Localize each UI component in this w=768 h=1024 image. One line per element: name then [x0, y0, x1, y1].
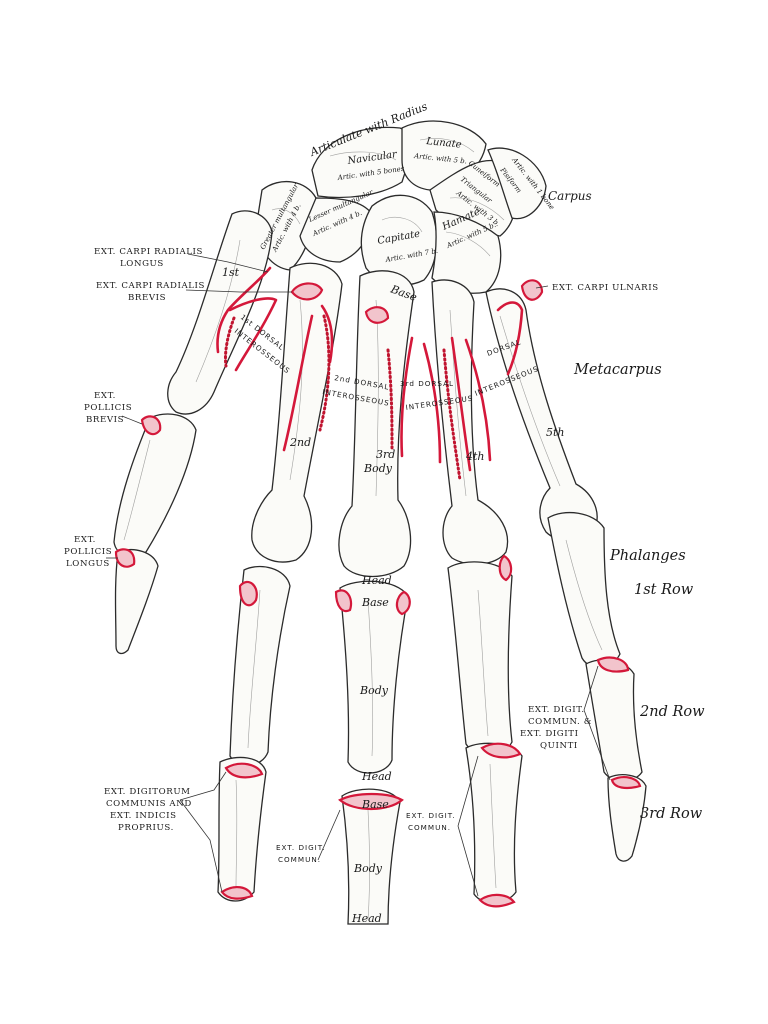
label-edc-line4: PROPRIUS.: [118, 823, 174, 833]
capitate-bone: [360, 194, 438, 286]
label-edm-line1: EXT. DIGIT.: [528, 705, 585, 715]
first-metacarpal: [167, 210, 273, 415]
leader-lines: [106, 253, 611, 897]
middle-proximal-base-attachment-left: [334, 589, 353, 613]
first-dorsal-interosseous-outline: [228, 297, 278, 372]
ecrb-attachment: [290, 282, 324, 301]
label-ecu: EXT. CARPI ULNARIS: [552, 283, 659, 293]
ecu-attachment: [520, 279, 544, 301]
middle-proximal-phalanx: [339, 580, 409, 774]
third-dorsal-interosseous-outline: [400, 336, 442, 464]
third-metacarpal: [338, 270, 415, 578]
label-edig-left-line2: COMMUN.: [278, 855, 321, 864]
label-first-row: 1st Row: [634, 582, 694, 598]
label-third-row: 3rd Row: [640, 806, 703, 822]
label-second-row: 2nd Row: [639, 704, 705, 720]
label-epl-line2: POLLICIS: [64, 547, 112, 557]
fourth-dorsal-interosseous-outline: [450, 336, 492, 472]
label-metacarpus: Metacarpus: [573, 362, 662, 378]
epb-attachment: [140, 415, 162, 436]
label-edig-right-line1: EXT. DIGIT.: [406, 811, 456, 820]
pisiform-bone: [487, 147, 547, 220]
second-metacarpal: [251, 262, 343, 563]
label-epl-line1: EXT.: [74, 535, 96, 545]
fifth-metacarpal-attachment: [496, 301, 524, 376]
capitate-base-attachment: [364, 306, 390, 324]
label-epl-line3: LONGUS: [66, 559, 110, 569]
label-edc-line2: COMMUNIS AND: [106, 799, 192, 809]
index-distal-base-attachment: [220, 886, 254, 900]
thumb-proximal-phalanx: [113, 413, 197, 557]
second-dorsal-interosseous-outline: [282, 304, 334, 452]
label-head-p2: Head: [351, 912, 382, 925]
label-ecrb-line2: BREVIS: [128, 293, 166, 303]
ring-middle-base-attachment: [480, 742, 522, 759]
label-epb-line3: BREVIS: [86, 415, 124, 425]
label-ecrb-line1: EXT. CARPI RADIALIS: [96, 281, 205, 291]
label-edig-right-line2: COMMUN.: [408, 823, 451, 832]
label-carpus: Carpus: [548, 189, 592, 203]
label-fifth-metacarpal: 5th: [546, 426, 565, 439]
index-middle-phalanx: [217, 756, 267, 902]
fifth-metacarpal: [485, 288, 598, 542]
label-edc-line1: EXT. DIGITORUM: [104, 787, 191, 797]
fourth-metacarpal: [431, 279, 509, 565]
label-third-dorsal: 3rd DORSAL: [400, 379, 454, 388]
label-edm-line3: EXT. DIGITI: [520, 729, 579, 739]
label-third-metacarpal: 3rd: [376, 448, 395, 461]
ecrl-attachment: [216, 266, 272, 354]
label-edm-line4: QUINTI: [540, 741, 578, 751]
thumb-distal-phalanx: [114, 549, 159, 655]
label-body-p2: Body: [353, 862, 383, 875]
little-distal-phalanx: [607, 774, 647, 862]
label-first-metacarpal: 1st: [222, 266, 240, 279]
label-phalanges: Phalanges: [609, 548, 686, 564]
ring-proximal-phalanx: [447, 561, 513, 756]
carpal-bones: [255, 120, 547, 294]
label-second-metacarpal: 2nd: [289, 436, 311, 449]
index-middle-base-attachment: [224, 762, 264, 779]
middle-middle-base-attachment: [338, 792, 404, 810]
label-third-body: Body: [363, 462, 393, 475]
little-middle-base-attachment: [596, 656, 630, 673]
label-epb-line2: POLLICIS: [84, 403, 132, 413]
label-edc-line3: EXT. INDICIS: [110, 811, 177, 821]
ring-proximal-base-attachment: [498, 554, 513, 582]
middle-middle-phalanx: [341, 788, 401, 925]
phalanges: [113, 413, 647, 925]
middle-proximal-base-attachment-right: [395, 590, 411, 616]
index-proximal-base-attachment: [238, 580, 258, 607]
index-proximal-phalanx: [229, 565, 291, 766]
label-edig-left-line1: EXT. DIGIT.: [276, 843, 326, 852]
label-base-p2: Base: [361, 798, 389, 811]
label-epb-line1: EXT.: [94, 391, 116, 401]
label-ecrl-line1: EXT. CARPI RADIALIS: [94, 247, 203, 257]
label-head-metacarpal: Head: [361, 574, 392, 587]
label-body-p1: Body: [359, 684, 389, 697]
muscle-attachments: [114, 266, 642, 908]
label-edm-line2: COMMUN. &: [528, 717, 592, 727]
ring-distal-base-attachment: [478, 893, 516, 908]
little-proximal-phalanx: [547, 511, 621, 668]
label-head-p1: Head: [361, 770, 392, 783]
epl-attachment: [114, 548, 136, 568]
metacarpal-bones: [167, 210, 598, 578]
label-base-p1: Base: [361, 596, 389, 609]
label-fourth-metacarpal: 4th: [465, 450, 485, 463]
little-distal-base-attachment: [610, 776, 642, 790]
label-lunate: Lunate: [425, 136, 462, 151]
label-ecrl-line2: LONGUS: [120, 259, 164, 269]
